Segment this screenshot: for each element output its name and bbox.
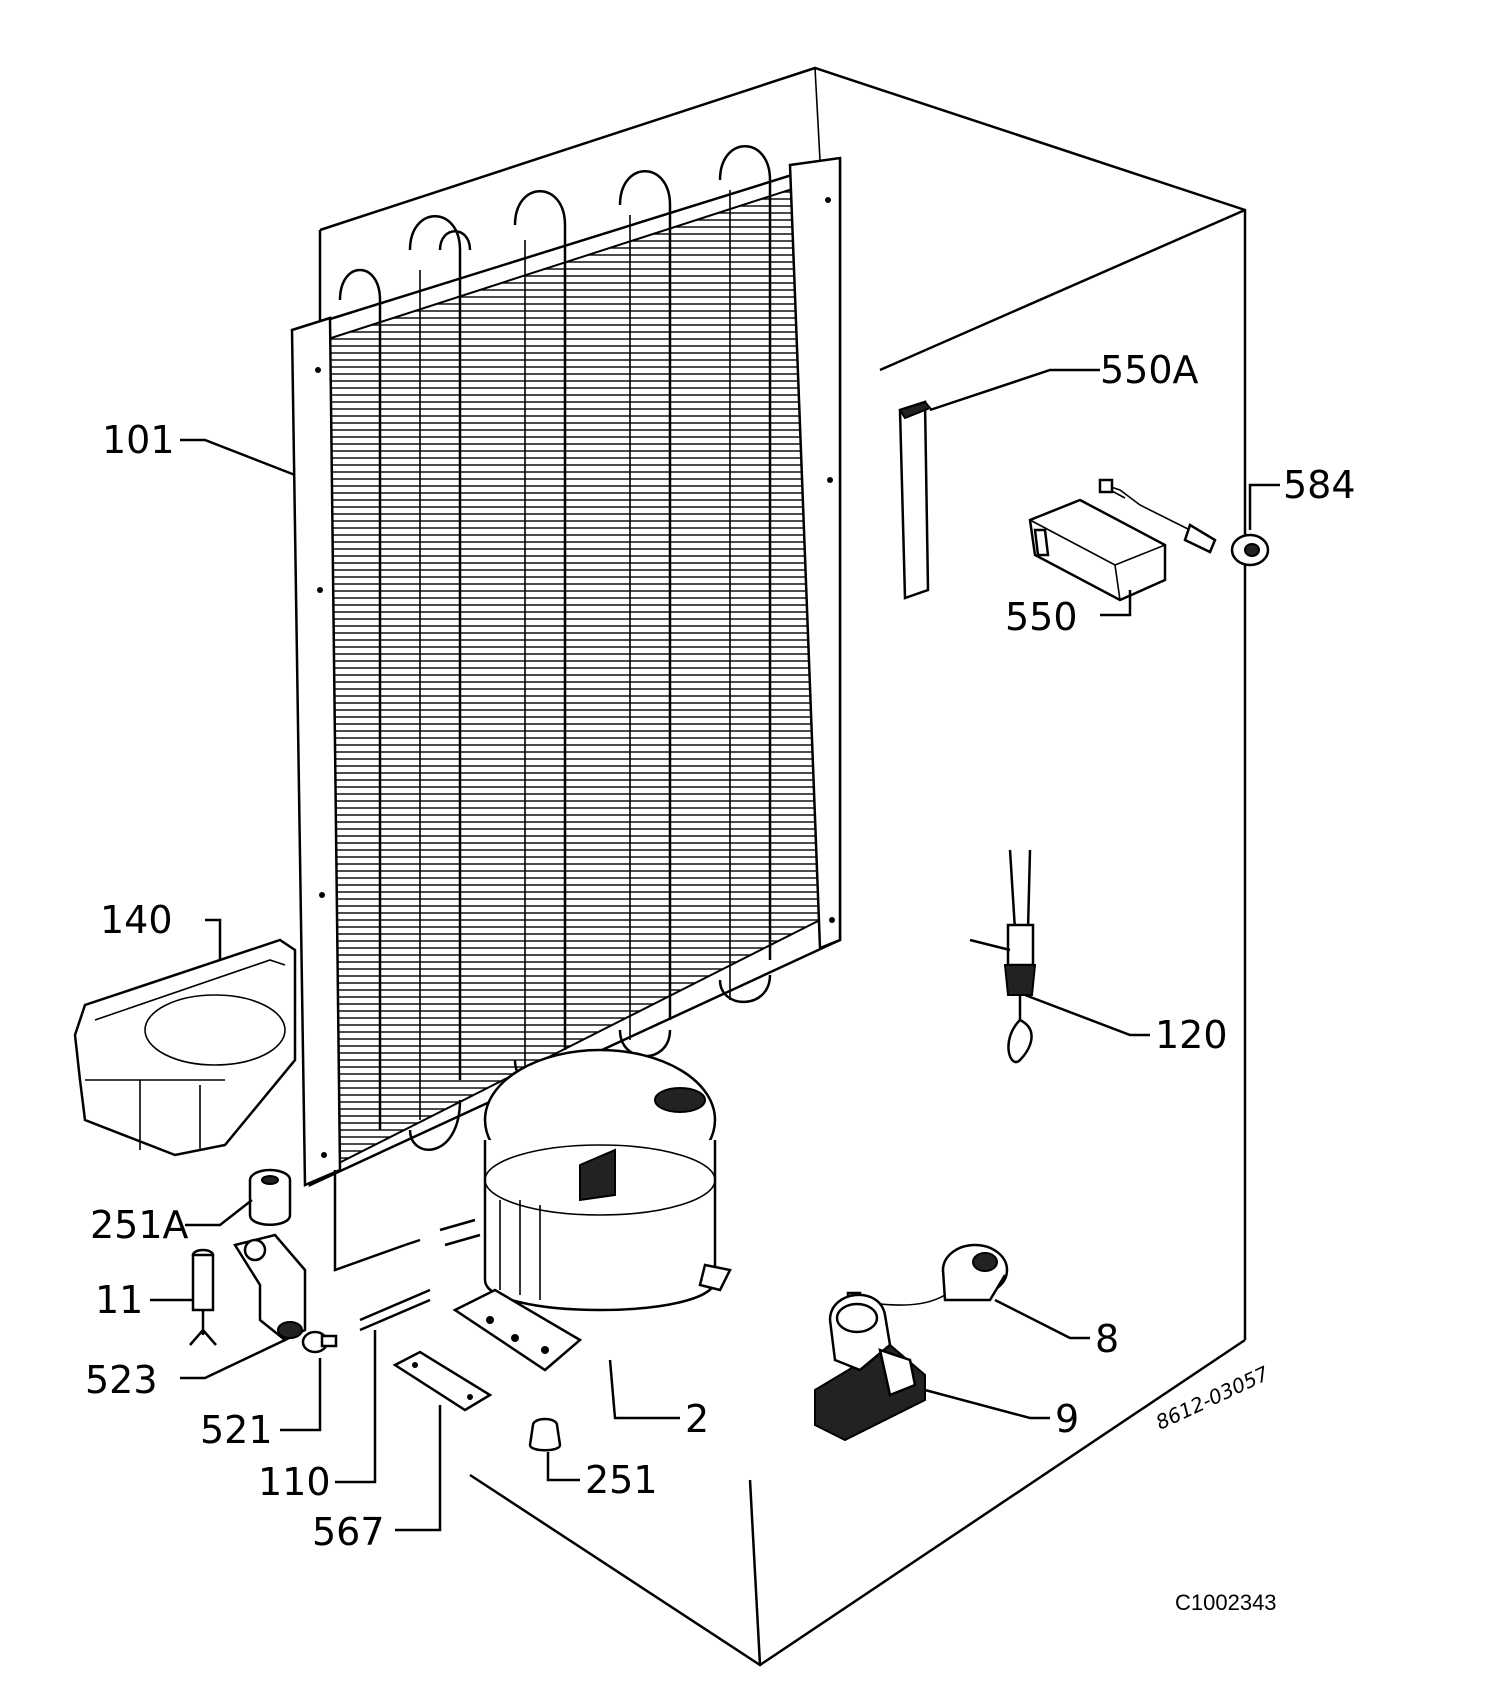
label-9: 9 [1055,1397,1079,1441]
grommet-251A [248,1168,292,1226]
label-110: 110 [258,1460,331,1504]
lamp-holder-550A [898,400,932,600]
grommet-251 [528,1417,562,1452]
screw-521 [301,1330,338,1354]
strip-567 [392,1350,493,1412]
label-120: 120 [1155,1013,1228,1057]
label-140: 140 [100,898,173,942]
lamp-cover-550 [1028,498,1167,602]
label-8: 8 [1095,1317,1119,1361]
label-11: 11 [95,1278,143,1322]
leader-lines [150,368,1280,1532]
refrigerant-tubes [333,1170,481,1322]
figure-id: C1002343 [1175,1590,1277,1615]
label-521: 521 [200,1408,273,1452]
drawing-code: 8612-03057 [1152,1361,1273,1434]
part-labels: 101 550A 584 550 140 120 251A 11 8 523 2… [85,348,1356,1554]
label-550: 550 [1005,595,1078,639]
label-101: 101 [102,418,175,462]
label-523: 523 [85,1358,158,1402]
relay-cover-9 [814,1293,926,1442]
condenser-101 [290,145,842,1187]
label-550A: 550A [1100,348,1199,392]
label-584: 584 [1283,463,1356,507]
lamp-584 [1098,478,1270,567]
starter-relay-8 [846,1243,1009,1306]
cabinet-outline [318,66,1247,1667]
bracket-523 [233,1233,307,1342]
label-567: 567 [312,1510,385,1554]
label-251A: 251A [90,1203,189,1247]
compressor-2 [452,1048,732,1372]
drip-tray-140 [73,938,297,1157]
capillary-110 [359,1298,431,1332]
label-251: 251 [585,1458,658,1502]
filter-drier-11 [189,1248,217,1346]
thermostat-sensor-120 [969,849,1037,1064]
label-2: 2 [685,1397,709,1441]
